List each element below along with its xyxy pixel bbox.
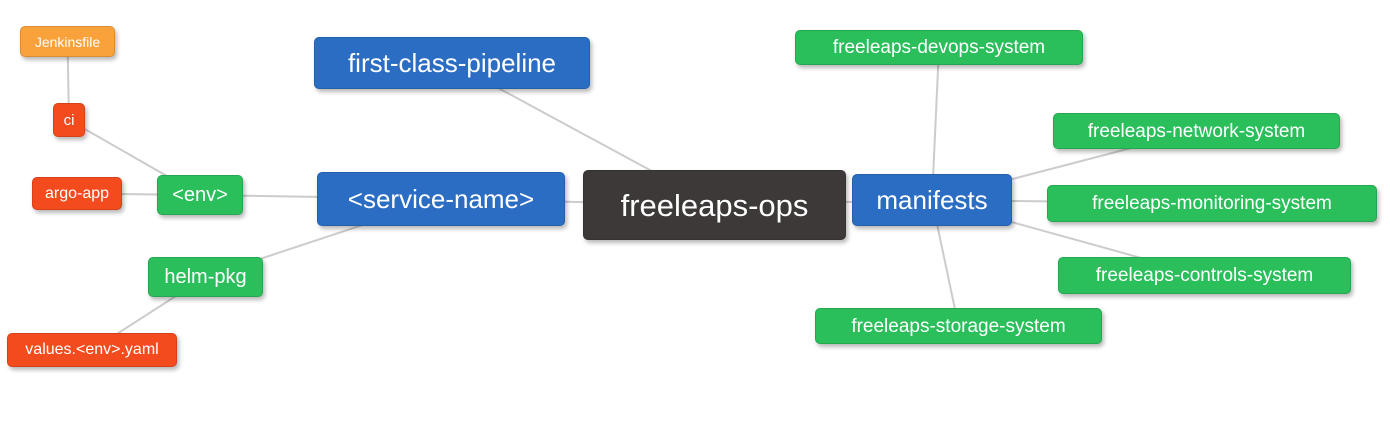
node-service-name[interactable]: <service-name>	[317, 172, 565, 226]
node-freeleaps-network-system[interactable]: freeleaps-network-system	[1053, 113, 1340, 149]
node-argo-app[interactable]: argo-app	[32, 177, 122, 210]
node-freeleaps-controls-system[interactable]: freeleaps-controls-system	[1058, 257, 1351, 294]
node-freeleaps-storage-system[interactable]: freeleaps-storage-system	[815, 308, 1102, 344]
node-env[interactable]: <env>	[157, 175, 243, 215]
node-ci[interactable]: ci	[53, 103, 85, 137]
node-freeleaps-devops-system[interactable]: freeleaps-devops-system	[795, 30, 1083, 65]
node-manifests[interactable]: manifests	[852, 174, 1012, 226]
node-helm-pkg[interactable]: helm-pkg	[148, 257, 263, 297]
node-freeleaps-ops-root[interactable]: freeleaps-ops	[583, 170, 846, 240]
node-values-env-yaml[interactable]: values.<env>.yaml	[7, 333, 177, 367]
node-first-class-pipeline[interactable]: first-class-pipeline	[314, 37, 590, 89]
node-freeleaps-monitoring-system[interactable]: freeleaps-monitoring-system	[1047, 185, 1377, 222]
node-jenkinsfile[interactable]: Jenkinsfile	[20, 26, 115, 57]
